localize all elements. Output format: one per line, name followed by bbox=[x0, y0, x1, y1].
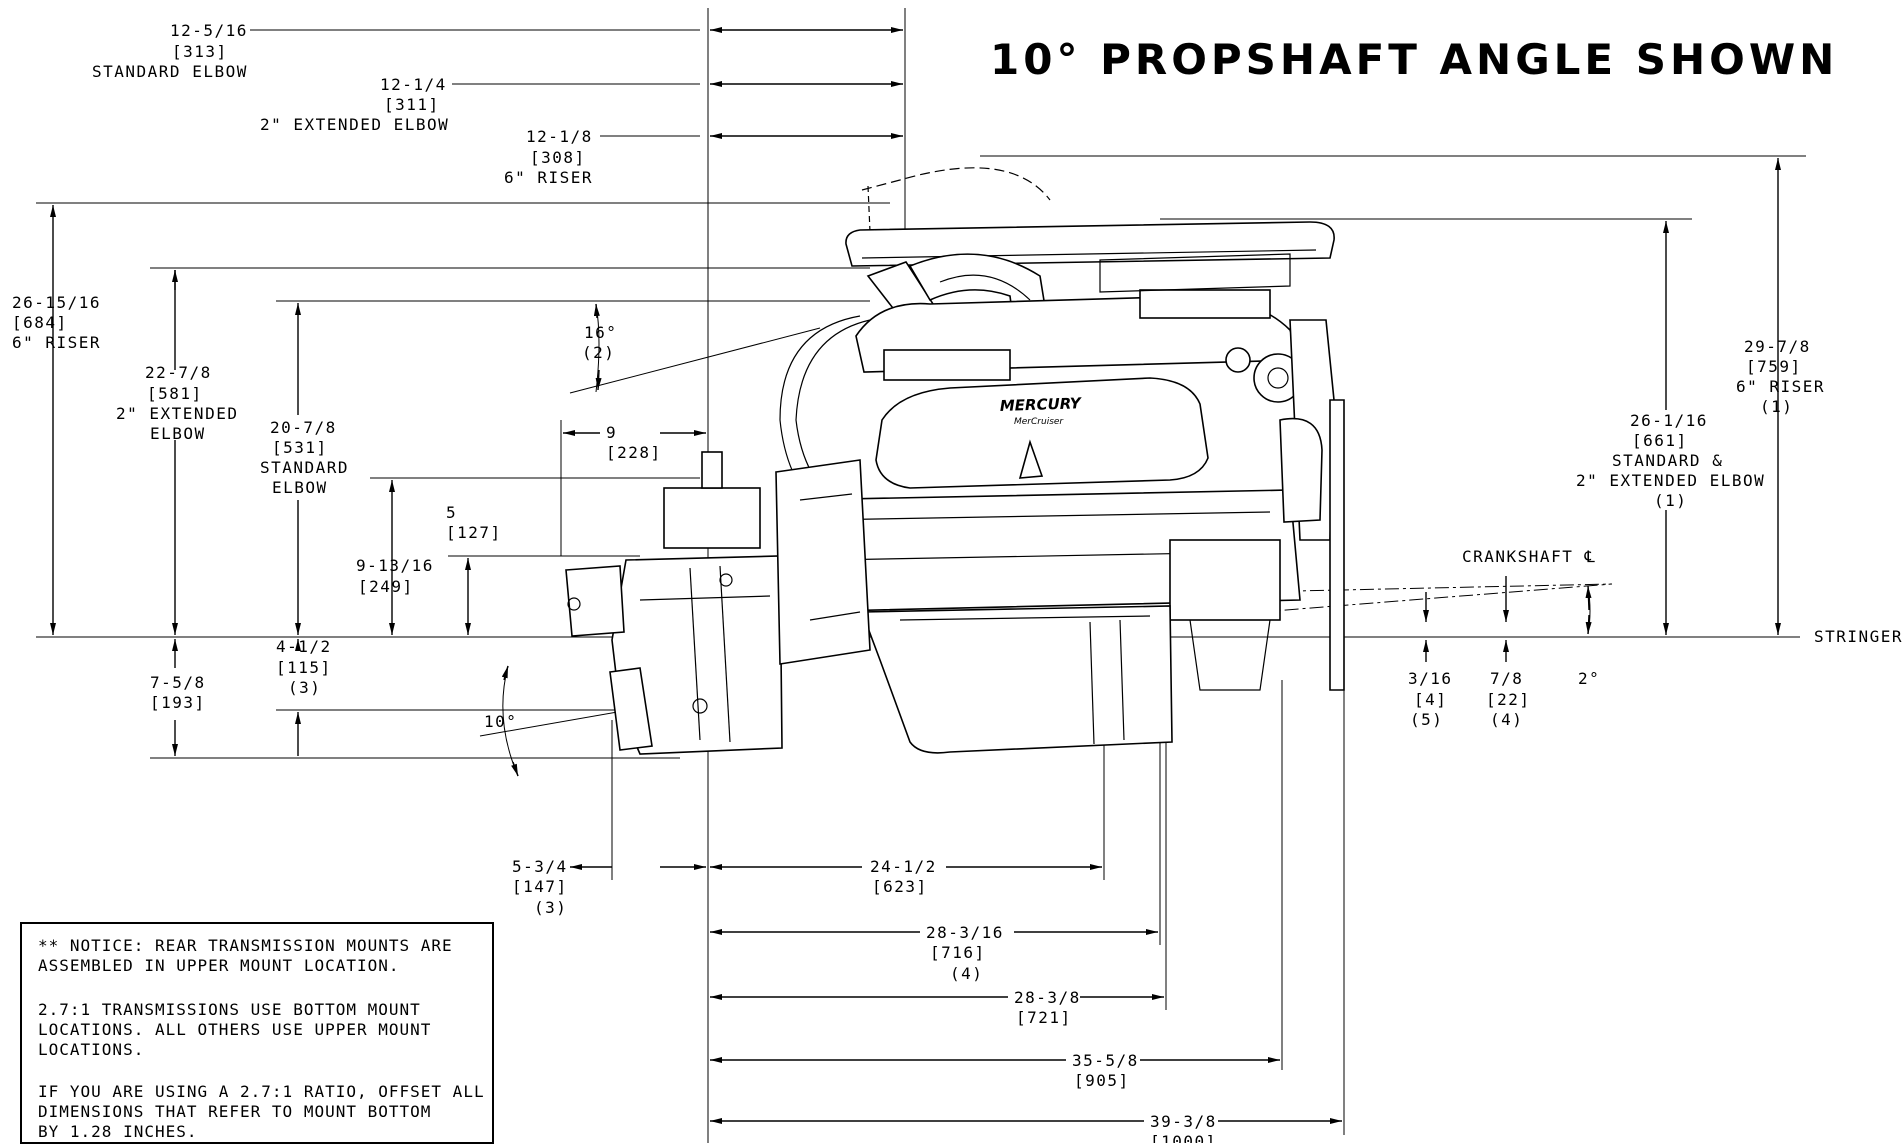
bottom-dim-28-3-16: 28-3/16 [716] (4) bbox=[710, 923, 1158, 983]
svg-text:12-5/16: 12-5/16 bbox=[170, 21, 248, 40]
svg-text:22-7/8: 22-7/8 bbox=[145, 363, 212, 382]
svg-text:4-1/2: 4-1/2 bbox=[276, 637, 332, 656]
svg-text:5: 5 bbox=[446, 503, 457, 522]
svg-text:[147]: [147] bbox=[512, 877, 568, 896]
svg-text:35-5/8: 35-5/8 bbox=[1072, 1051, 1139, 1070]
stringer-label: STRINGER bbox=[1814, 627, 1903, 646]
svg-text:STANDARD ELBOW: STANDARD ELBOW bbox=[92, 62, 248, 81]
svg-text:(1): (1) bbox=[1654, 491, 1687, 510]
svg-text:10°: 10° bbox=[484, 712, 517, 731]
angle-10-callout: 10° bbox=[479, 665, 641, 777]
svg-text:[313]: [313] bbox=[172, 42, 228, 61]
svg-text:6" RISER: 6" RISER bbox=[1736, 377, 1825, 396]
mercruiser-logo-text: MerCruiser bbox=[1014, 417, 1064, 427]
right-dim-26-1-16: 26-1/16 [661] STANDARD & 2" EXTENDED ELB… bbox=[1576, 221, 1765, 635]
svg-text:12-1/4: 12-1/4 bbox=[380, 75, 447, 94]
svg-text:(2): (2) bbox=[582, 343, 615, 362]
drawing-title: 10° PROPSHAFT ANGLE SHOWN bbox=[990, 35, 1838, 84]
notice-paragraph-2: 2.7:1 TRANSMISSIONS USE BOTTOM MOUNT LOC… bbox=[38, 1000, 432, 1059]
top-dimension-6in-riser: 12-1/8 [308] 6" RISER bbox=[504, 127, 903, 187]
svg-text:[311]: [311] bbox=[384, 95, 440, 114]
svg-text:28-3/8: 28-3/8 bbox=[1014, 988, 1081, 1007]
svg-text:12-1/8: 12-1/8 bbox=[526, 127, 593, 146]
svg-text:[127]: [127] bbox=[446, 523, 502, 542]
svg-text:[1000]: [1000] bbox=[1150, 1132, 1217, 1143]
svg-text:STANDARD: STANDARD bbox=[260, 458, 349, 477]
right-dim-7-8: 7/8 [22] (4) bbox=[1486, 576, 1531, 729]
svg-text:[22]: [22] bbox=[1486, 690, 1531, 709]
bottom-dim-28-3-8: 28-3/8 [721] bbox=[710, 988, 1164, 1027]
svg-text:[4]: [4] bbox=[1414, 690, 1447, 709]
notice-box: ** NOTICE: REAR TRANSMISSION MOUNTS ARE … bbox=[20, 922, 494, 1144]
svg-text:(5): (5) bbox=[1410, 710, 1443, 729]
crankshaft-label: CRANKSHAFT ℄ bbox=[1462, 547, 1596, 566]
svg-text:20-7/8: 20-7/8 bbox=[270, 418, 337, 437]
bottom-dim-35-5-8: 35-5/8 [905] bbox=[710, 1051, 1280, 1090]
svg-text:9-13/16: 9-13/16 bbox=[356, 556, 434, 575]
svg-text:6" RISER: 6" RISER bbox=[12, 333, 101, 352]
left-dim-4-1-2: 4-1/2 [115] (3) bbox=[276, 637, 332, 756]
svg-text:[759]: [759] bbox=[1746, 357, 1802, 376]
left-dim-20-7-8: 20-7/8 [531] STANDARD ELBOW bbox=[260, 303, 349, 635]
svg-text:6" RISER: 6" RISER bbox=[504, 168, 593, 187]
bottom-dim-5-3-4: 5-3/4 [147] (3) bbox=[512, 857, 706, 917]
svg-text:2°: 2° bbox=[1578, 669, 1600, 688]
svg-text:(4): (4) bbox=[1490, 710, 1523, 729]
right-dim-3-16: 3/16 [4] (5) bbox=[1408, 592, 1453, 729]
left-dim-22-7-8: 22-7/8 [581] 2" EXTENDED ELBOW bbox=[116, 270, 238, 635]
svg-text:(3): (3) bbox=[288, 678, 321, 697]
left-dim-26-15-16: 26-15/16 [684] 6" RISER bbox=[12, 205, 101, 635]
svg-text:7-5/8: 7-5/8 bbox=[150, 673, 206, 692]
svg-text:16°: 16° bbox=[584, 323, 617, 342]
svg-text:26-15/16: 26-15/16 bbox=[12, 293, 101, 312]
svg-text:ELBOW: ELBOW bbox=[272, 478, 328, 497]
svg-text:[581]: [581] bbox=[147, 384, 203, 403]
svg-text:(1): (1) bbox=[1760, 397, 1793, 416]
svg-text:(4): (4) bbox=[950, 964, 983, 983]
svg-text:9: 9 bbox=[606, 423, 617, 442]
svg-text:2" EXTENDED: 2" EXTENDED bbox=[116, 404, 238, 423]
svg-text:39-3/8: 39-3/8 bbox=[1150, 1112, 1217, 1131]
svg-text:[905]: [905] bbox=[1074, 1071, 1130, 1090]
svg-text:[661]: [661] bbox=[1632, 431, 1688, 450]
right-dim-29-7-8: 29-7/8 [759] 6" RISER (1) bbox=[1736, 158, 1825, 635]
svg-text:[308]: [308] bbox=[530, 148, 586, 167]
svg-text:ELBOW: ELBOW bbox=[150, 424, 206, 443]
svg-text:2" EXTENDED ELBOW: 2" EXTENDED ELBOW bbox=[1576, 471, 1765, 490]
svg-text:[228]: [228] bbox=[606, 443, 662, 462]
svg-text:[193]: [193] bbox=[150, 693, 206, 712]
left-dim-9-13-16: 9-13/16 [249] bbox=[356, 480, 434, 635]
bottom-dim-24-1-2: 24-1/2 [623] bbox=[710, 857, 1102, 896]
svg-text:7/8: 7/8 bbox=[1490, 669, 1523, 688]
svg-text:29-7/8: 29-7/8 bbox=[1744, 337, 1811, 356]
bottom-dim-39-3-8: 39-3/8 [1000] bbox=[710, 1112, 1342, 1143]
svg-text:STANDARD &: STANDARD & bbox=[1612, 451, 1723, 470]
svg-text:5-3/4: 5-3/4 bbox=[512, 857, 568, 876]
notice-paragraph-3: IF YOU ARE USING A 2.7:1 RATIO, OFFSET A… bbox=[38, 1082, 485, 1141]
svg-text:3/16: 3/16 bbox=[1408, 669, 1453, 688]
angle-16-callout: 16° (2) bbox=[569, 303, 821, 394]
left-dim-5: 5 [127] bbox=[446, 503, 502, 635]
svg-text:26-1/16: 26-1/16 bbox=[1630, 411, 1708, 430]
svg-text:(3): (3) bbox=[534, 898, 567, 917]
right-angle-2-callout: 2° bbox=[1578, 585, 1600, 688]
svg-text:[716]: [716] bbox=[930, 943, 986, 962]
svg-text:[531]: [531] bbox=[272, 438, 328, 457]
svg-text:[623]: [623] bbox=[872, 877, 928, 896]
left-dim-9: 9 [228] bbox=[560, 420, 706, 556]
svg-text:24-1/2: 24-1/2 bbox=[870, 857, 937, 876]
svg-text:2" EXTENDED ELBOW: 2" EXTENDED ELBOW bbox=[260, 115, 449, 134]
svg-text:[115]: [115] bbox=[276, 658, 332, 677]
top-dimension-extended-elbow: 12-1/4 [311] 2" EXTENDED ELBOW bbox=[260, 75, 903, 134]
left-dim-7-5-8: 7-5/8 [193] bbox=[150, 639, 206, 756]
svg-text:[684]: [684] bbox=[12, 313, 68, 332]
svg-text:[249]: [249] bbox=[358, 577, 414, 596]
svg-text:28-3/16: 28-3/16 bbox=[926, 923, 1004, 942]
mercury-logo-text: MERCURY bbox=[1000, 394, 1084, 415]
engine-illustration: MERCURY MerCruiser bbox=[565, 167, 1345, 755]
svg-text:[721]: [721] bbox=[1016, 1008, 1072, 1027]
notice-paragraph-1: ** NOTICE: REAR TRANSMISSION MOUNTS ARE … bbox=[38, 936, 453, 975]
top-dimension-standard-elbow: 12-5/16 [313] STANDARD ELBOW bbox=[92, 21, 903, 81]
